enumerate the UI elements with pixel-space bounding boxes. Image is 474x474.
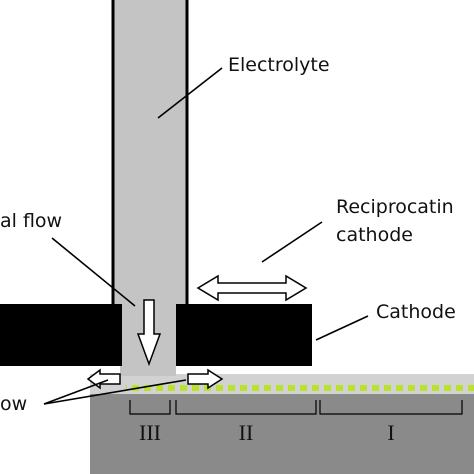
label-electrolyte: Electrolyte <box>228 54 330 76</box>
axial-flow-leader <box>51 237 136 307</box>
label-axial-flow: al flow <box>0 210 62 232</box>
electrolyte-tube <box>112 0 188 306</box>
lateral-flow-arrow-left <box>86 368 121 390</box>
cathode-block-left <box>0 304 122 366</box>
lateral-flow-leader-right <box>43 379 187 405</box>
label-reciprocating-line1: Reciprocatin <box>336 196 454 218</box>
reciprocating-leader <box>261 221 323 263</box>
cathode-block-right <box>176 304 312 366</box>
zone-bracket-i <box>319 400 463 415</box>
label-lateral-flow: ow <box>0 393 27 415</box>
zone-label-i: I <box>387 420 394 445</box>
lateral-flow-leader-left <box>43 379 109 405</box>
cathode-leader <box>315 315 369 341</box>
zone-bracket-iii <box>129 400 171 415</box>
zone-bracket-ii <box>175 400 317 415</box>
zone-label-ii: II <box>239 420 254 445</box>
workpiece-substrate <box>90 392 474 474</box>
zone-label-iii: III <box>139 420 161 445</box>
reciprocating-arrow <box>196 274 308 302</box>
axial-flow-arrow <box>136 299 162 367</box>
lateral-flow-arrow-right <box>187 368 224 390</box>
label-cathode: Cathode <box>376 301 456 323</box>
bubble-layer <box>126 385 474 391</box>
label-reciprocating-line2: cathode <box>336 224 413 246</box>
electrolyte-leader <box>157 67 223 119</box>
